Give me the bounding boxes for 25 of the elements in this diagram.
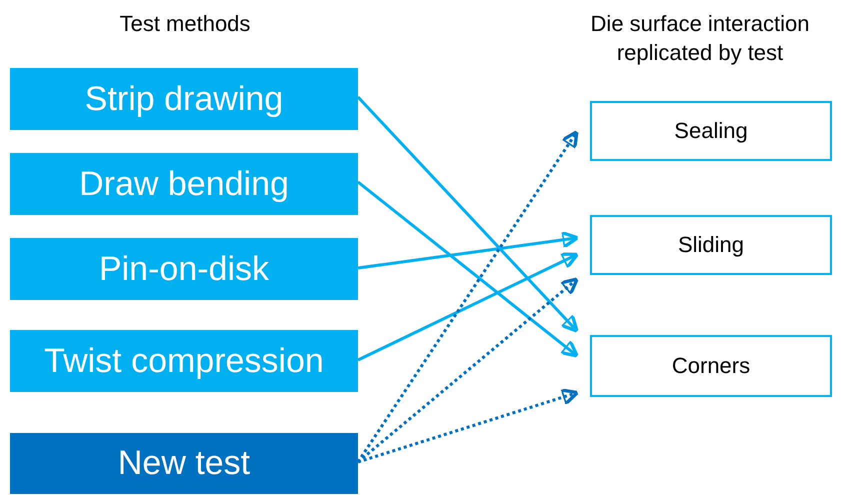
box-label: Twist compression — [44, 342, 324, 380]
box-label: Sealing — [674, 118, 748, 144]
box-label: Corners — [672, 353, 750, 379]
arrow — [357, 180, 579, 358]
method-box — [10, 238, 358, 300]
arrow — [357, 277, 579, 464]
arrow — [357, 252, 579, 362]
box-label: Sliding — [678, 232, 744, 258]
arrow — [356, 96, 579, 333]
box-label: New test — [118, 444, 250, 483]
arrow — [358, 388, 580, 464]
box-label: Draw bending — [79, 164, 289, 204]
method-box — [10, 153, 358, 215]
box-label: Pin-on-disk — [98, 250, 270, 288]
column-heading: Die surface interaction replicated by test — [590, 10, 810, 67]
interaction-box — [590, 335, 832, 397]
column-heading: Test methods — [118, 10, 252, 38]
interaction-box — [590, 215, 832, 275]
interaction-box — [590, 101, 832, 161]
arrow — [356, 130, 578, 463]
method-box — [10, 433, 358, 494]
arrow — [358, 230, 580, 270]
box-label: Strip drawing — [84, 80, 284, 118]
method-box — [10, 330, 358, 392]
method-box — [10, 68, 358, 130]
